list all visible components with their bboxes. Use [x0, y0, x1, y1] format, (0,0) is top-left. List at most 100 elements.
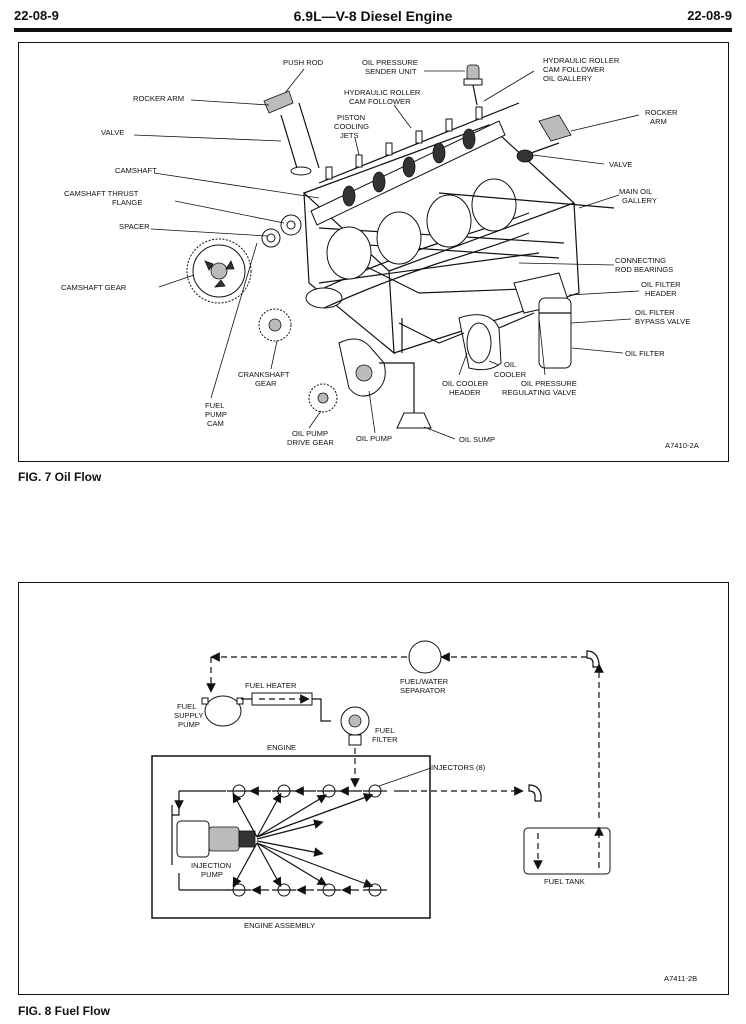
fuel-filter	[340, 706, 370, 788]
label-push-rod: PUSH ROD	[283, 58, 324, 67]
fig7-leader-lines	[133, 68, 640, 440]
left-valve-train-drawing	[263, 90, 320, 176]
fig7-labels: PUSH ROD OIL PRESSURE SENDER UNIT HYDRAU…	[61, 56, 700, 450]
injection-pump	[171, 805, 256, 865]
label-pump-drive-gear: OIL PUMP	[292, 429, 328, 438]
injector-top-1	[227, 784, 251, 798]
label-piston-jets: PISTON	[337, 113, 365, 122]
label-fuel-filter-2: FILTER	[372, 735, 398, 744]
label-supply-pump: FUEL	[177, 702, 196, 711]
label-camshaft: CAMSHAFT	[115, 166, 157, 175]
label-engine-assembly: ENGINE ASSEMBLY	[244, 921, 315, 930]
label-fuel-pump-cam: FUEL	[205, 401, 224, 410]
oil-pump-drawing	[338, 318, 432, 429]
engine-block-drawing	[302, 124, 615, 355]
label-spacer: SPACER	[119, 222, 150, 231]
label-oil-pressure-sender-2: SENDER UNIT	[365, 67, 417, 76]
label-camshaft-gear: CAMSHAFT GEAR	[61, 283, 127, 292]
page-number-right: 22-08-9	[687, 8, 732, 23]
label-filter-header-2: HEADER	[645, 289, 677, 298]
label-bypass-valve: OIL FILTER	[635, 308, 675, 317]
injector-bottom-2	[272, 883, 296, 897]
label-bypass-valve-2: BYPASS VALVE	[635, 317, 690, 326]
label-hyd-roller-follower: HYDRAULIC ROLLER	[344, 88, 421, 97]
fig8-labels: FUEL HEATER FUEL/WATER SEPARATOR FUEL SU…	[174, 677, 697, 983]
injectors	[227, 784, 387, 897]
injector-top-2	[272, 784, 296, 798]
injector-top-3	[317, 784, 341, 798]
label-thrust-flange-2: FLANGE	[112, 198, 142, 207]
fuel-supply-pump	[201, 695, 244, 727]
label-regulating-valve-2: REGULATING VALVE	[502, 388, 576, 397]
label-valve-right: VALVE	[609, 160, 632, 169]
fuel-return-line	[206, 650, 604, 818]
label-supply-pump-2: SUPPLY	[174, 711, 203, 720]
page-title: 6.9L—V-8 Diesel Engine	[293, 8, 453, 24]
oil-flow-diagram: PUSH ROD OIL PRESSURE SENDER UNIT HYDRAU…	[61, 56, 700, 450]
label-cooler-header-2: HEADER	[449, 388, 481, 397]
label-fuel-pump-cam-3: CAM	[207, 419, 224, 428]
injector-top-4	[363, 784, 387, 798]
label-oil-pressure-sender: OIL PRESSURE	[362, 58, 418, 67]
label-rocker-arm-left: ROCKER ARM	[133, 94, 184, 103]
oil-flow-figure: PUSH ROD OIL PRESSURE SENDER UNIT HYDRAU…	[18, 42, 729, 462]
label-thrust-flange: CAMSHAFT THRUST	[64, 189, 139, 198]
label-valve-left: VALVE	[101, 128, 124, 137]
camshaft-drawing	[310, 102, 520, 226]
label-main-oil-gallery: MAIN OIL	[619, 187, 652, 196]
label-hyd-roller-gallery: HYDRAULIC ROLLER	[543, 56, 620, 65]
label-hyd-roller-gallery-2: CAM FOLLOWER	[543, 65, 605, 74]
label-crankshaft-gear-2: GEAR	[255, 379, 277, 388]
label-oil-pump: OIL PUMP	[356, 434, 392, 443]
engine-box	[151, 755, 431, 919]
label-injectors: INJECTORS (8)	[431, 763, 486, 772]
label-fuel-tank: FUEL TANK	[544, 877, 585, 886]
label-rod-bearings-2: ROD BEARINGS	[615, 265, 673, 274]
label-hyd-roller-follower-2: CAM FOLLOWER	[349, 97, 411, 106]
injector-bottom-3	[317, 883, 341, 897]
injector-bottom-1	[227, 883, 251, 897]
figure-code: A7410-2A	[665, 441, 700, 450]
label-fuel-filter: FUEL	[375, 726, 394, 735]
label-separator-2: SEPARATOR	[400, 686, 446, 695]
label-filter-header: OIL FILTER	[641, 280, 681, 289]
fuel-flow-figure: FUEL HEATER FUEL/WATER SEPARATOR FUEL SU…	[18, 582, 729, 995]
injector-return-arrows	[174, 786, 524, 895]
injector-bottom-4	[363, 883, 387, 897]
fuel-tank	[523, 784, 611, 875]
label-separator: FUEL/WATER	[400, 677, 449, 686]
label-pump-drive-gear-2: DRIVE GEAR	[287, 438, 334, 447]
label-fuel-heater: FUEL HEATER	[245, 681, 297, 690]
label-oil-sump: OIL SUMP	[459, 435, 495, 444]
label-main-oil-gallery-2: GALLERY	[622, 196, 657, 205]
label-cooler-header: OIL COOLER	[442, 379, 489, 388]
label-oil-filter: OIL FILTER	[625, 349, 665, 358]
oil-filter-drawing	[398, 272, 572, 371]
label-regulating-valve: OIL PRESSURE	[521, 379, 577, 388]
label-oil-cooler: OIL	[504, 360, 516, 369]
header-rule	[14, 28, 732, 32]
label-fuel-pump-cam-2: PUMP	[205, 410, 227, 419]
fig8-caption: FIG. 8 Fuel Flow	[18, 1004, 111, 1018]
fuel-heater	[241, 692, 331, 722]
right-valve-train-drawing	[516, 114, 572, 163]
label-injection-pump: INJECTION	[191, 861, 231, 870]
fig7-caption: FIG. 7 Oil Flow	[18, 470, 102, 484]
fuel-water-separator	[408, 640, 442, 674]
page-number-left: 22-08-9	[14, 8, 59, 23]
label-hyd-roller-gallery-3: OIL GALLERY	[543, 74, 592, 83]
front-gears-drawing	[186, 214, 338, 413]
label-injection-pump-2: PUMP	[201, 870, 223, 879]
label-rocker-arm-right: ROCKER	[645, 108, 678, 117]
label-rocker-arm-right-2: ARM	[650, 117, 667, 126]
figure-code-fig8: A7411-2B	[664, 974, 697, 983]
label-rod-bearings: CONNECTING	[615, 256, 666, 265]
label-piston-jets-2: COOLING	[334, 122, 369, 131]
label-oil-cooler-2: COOLER	[494, 370, 527, 379]
page-header: 22-08-9 6.9L—V-8 Diesel Engine 22-08-9	[14, 6, 732, 28]
injection-lines	[232, 792, 374, 888]
label-crankshaft-gear: CRANKSHAFT	[238, 370, 290, 379]
label-piston-jets-3: JETS	[340, 131, 359, 140]
oil-pressure-sender-drawing	[463, 64, 483, 106]
label-supply-pump-3: PUMP	[178, 720, 200, 729]
